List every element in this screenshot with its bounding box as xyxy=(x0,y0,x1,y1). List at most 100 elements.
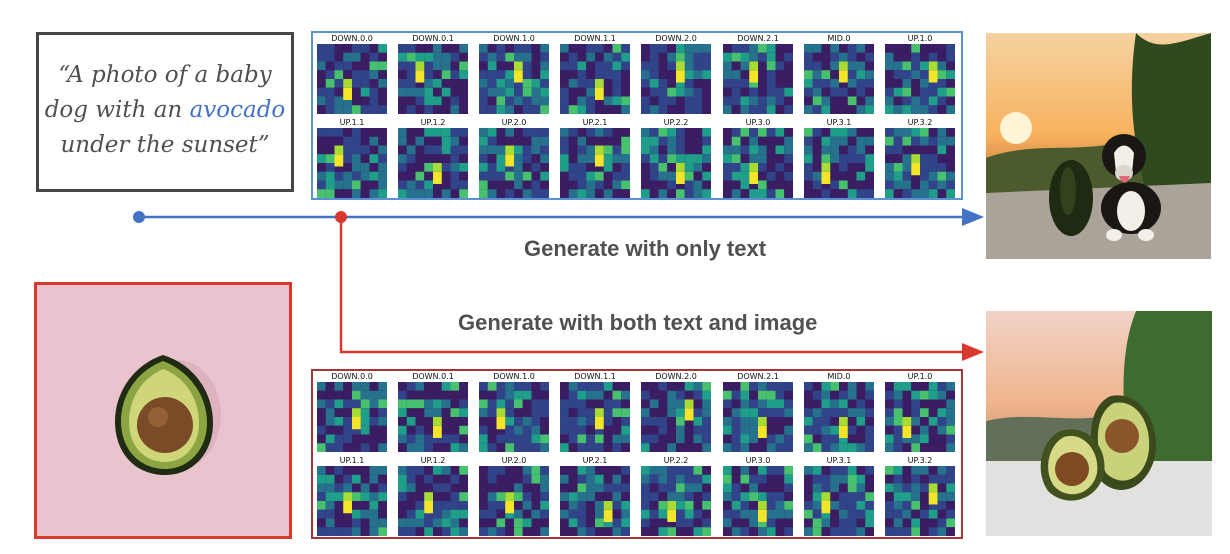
attention-map-text-only-up-3-2: UP.3.2 xyxy=(885,118,955,198)
attention-map-text-and-image-up-1-0: UP.1.0 xyxy=(885,372,955,452)
attention-heatmap xyxy=(804,466,874,536)
attention-map-text-and-image-up-2-0: UP.2.0 xyxy=(479,456,549,536)
attention-heatmap xyxy=(723,44,793,114)
attention-map-label: DOWN.0.0 xyxy=(331,372,373,381)
attention-heatmap xyxy=(560,382,630,452)
image-path-branch-dot xyxy=(335,211,347,223)
attention-heatmap xyxy=(479,466,549,536)
attention-heatmap xyxy=(560,466,630,536)
attention-map-label: UP.1.1 xyxy=(339,118,365,127)
attention-map-text-only-down-2-1: DOWN.2.1 xyxy=(723,34,793,114)
attention-map-text-only-up-1-2: UP.1.2 xyxy=(398,118,468,198)
attention-map-label: DOWN.1.1 xyxy=(574,34,616,43)
attention-map-label: DOWN.2.0 xyxy=(655,34,697,43)
attention-map-text-only-mid-0: MID.0 xyxy=(804,34,874,114)
attention-heatmap xyxy=(804,382,874,452)
attention-map-label: DOWN.0.1 xyxy=(412,34,454,43)
attention-heatmap xyxy=(398,466,468,536)
attention-map-label: UP.2.2 xyxy=(663,118,689,127)
attention-heatmap xyxy=(560,128,630,198)
attention-map-label: UP.3.1 xyxy=(826,456,852,465)
attention-heatmap xyxy=(317,44,387,114)
attention-map-label: UP.2.0 xyxy=(501,456,527,465)
attention-map-label: DOWN.2.1 xyxy=(737,34,779,43)
attention-heatmap xyxy=(479,44,549,114)
attention-heatmap xyxy=(317,382,387,452)
attention-map-text-and-image-down-2-1: DOWN.2.1 xyxy=(723,372,793,452)
attention-heatmap xyxy=(317,466,387,536)
input-avocado-image xyxy=(34,282,292,539)
attention-map-text-and-image-down-0-0: DOWN.0.0 xyxy=(317,372,387,452)
attention-map-text-and-image-up-2-2: UP.2.2 xyxy=(641,456,711,536)
attention-map-label: UP.2.2 xyxy=(663,456,689,465)
attention-map-label: DOWN.0.0 xyxy=(331,34,373,43)
attention-map-text-only-down-1-0: DOWN.1.0 xyxy=(479,34,549,114)
attention-heatmap xyxy=(641,466,711,536)
attention-map-label: UP.3.1 xyxy=(826,118,852,127)
image-path-line xyxy=(339,217,964,354)
attention-map-text-only-down-2-0: DOWN.2.0 xyxy=(641,34,711,114)
attention-heatmap xyxy=(804,44,874,114)
attention-map-text-only-up-3-0: UP.3.0 xyxy=(723,118,793,198)
attention-map-label: UP.1.1 xyxy=(339,456,365,465)
attention-map-label: MID.0 xyxy=(827,372,851,381)
image-path-arrowhead xyxy=(962,343,984,361)
attention-map-label: DOWN.1.1 xyxy=(574,372,616,381)
attention-map-text-only-down-0-0: DOWN.0.0 xyxy=(317,34,387,114)
attention-map-label: UP.3.2 xyxy=(907,456,933,465)
attention-map-label: UP.3.0 xyxy=(745,456,771,465)
output-image-text-only xyxy=(986,33,1211,259)
attention-heatmap xyxy=(885,466,955,536)
attention-map-text-and-image-up-3-1: UP.3.1 xyxy=(804,456,874,536)
attention-map-label: UP.1.2 xyxy=(420,456,446,465)
attention-map-text-and-image-up-3-2: UP.3.2 xyxy=(885,456,955,536)
attention-map-label: DOWN.2.1 xyxy=(737,372,779,381)
text-path-arrowhead xyxy=(962,208,984,226)
attention-map-text-only-down-1-1: DOWN.1.1 xyxy=(560,34,630,114)
attention-map-label: DOWN.2.0 xyxy=(655,372,697,381)
attention-map-label: UP.1.2 xyxy=(420,118,446,127)
attention-heatmap xyxy=(885,128,955,198)
attention-map-text-only-up-3-1: UP.3.1 xyxy=(804,118,874,198)
attention-map-label: DOWN.1.0 xyxy=(493,34,535,43)
attention-heatmap xyxy=(398,44,468,114)
attention-map-label: DOWN.0.1 xyxy=(412,372,454,381)
attention-map-label: DOWN.1.0 xyxy=(493,372,535,381)
attention-map-text-only-up-2-1: UP.2.1 xyxy=(560,118,630,198)
attention-map-text-and-image-mid-0: MID.0 xyxy=(804,372,874,452)
attention-map-label: UP.1.0 xyxy=(907,372,933,381)
attention-heatmap xyxy=(560,44,630,114)
attention-heatmap xyxy=(885,44,955,114)
attention-heatmap xyxy=(641,44,711,114)
prompt-highlight-word: avocado xyxy=(189,97,286,123)
attention-heatmap xyxy=(723,382,793,452)
attention-map-text-and-image-down-2-0: DOWN.2.0 xyxy=(641,372,711,452)
attention-map-text-only-down-0-1: DOWN.0.1 xyxy=(398,34,468,114)
attention-heatmap xyxy=(723,128,793,198)
attention-map-label: UP.1.0 xyxy=(907,34,933,43)
attention-map-text-and-image-down-1-1: DOWN.1.1 xyxy=(560,372,630,452)
attention-map-label: UP.2.1 xyxy=(582,456,608,465)
attention-map-text-and-image-up-3-0: UP.3.0 xyxy=(723,456,793,536)
attention-heatmap xyxy=(641,128,711,198)
attention-map-text-only-up-1-0: UP.1.0 xyxy=(885,34,955,114)
attention-map-text-and-image-up-2-1: UP.2.1 xyxy=(560,456,630,536)
output-image-text-and-image xyxy=(986,311,1212,536)
attention-map-label: UP.3.0 xyxy=(745,118,771,127)
text-prompt-box xyxy=(36,32,294,192)
attention-map-label: UP.2.0 xyxy=(501,118,527,127)
attention-heatmap xyxy=(885,382,955,452)
attention-heatmap xyxy=(641,382,711,452)
attention-heatmap xyxy=(479,128,549,198)
attention-heatmap xyxy=(804,128,874,198)
attention-map-text-and-image-down-1-0: DOWN.1.0 xyxy=(479,372,549,452)
prompt-text-part: “A photo of a baby dog with an xyxy=(44,62,272,123)
prompt-text-part: under the sunset” xyxy=(60,132,270,158)
attention-map-label: MID.0 xyxy=(827,34,851,43)
attention-map-text-only-up-2-2: UP.2.2 xyxy=(641,118,711,198)
attention-heatmap xyxy=(398,128,468,198)
attention-map-label: UP.2.1 xyxy=(582,118,608,127)
caption-text-only: Generate with only text xyxy=(524,236,767,261)
attention-heatmap xyxy=(317,128,387,198)
